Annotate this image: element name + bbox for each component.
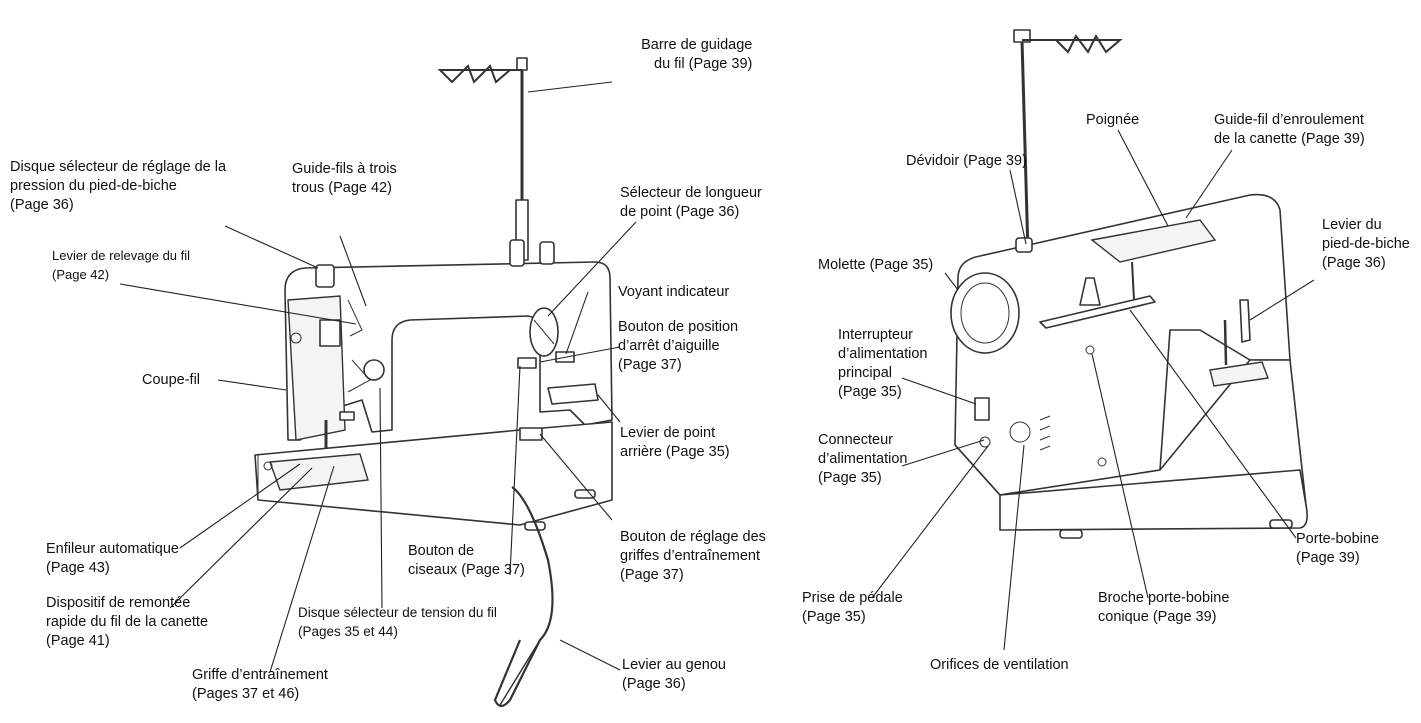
label-line: (Pages 37 et 46) (192, 686, 300, 702)
label-griffe: Griffe d’entraînement (Pages 37 et 46) (192, 666, 328, 704)
label-voyant: Voyant indicateur (618, 283, 729, 302)
label-line: (Page 36) (10, 197, 74, 213)
label-line: Levier de point (620, 425, 716, 441)
label-line: arrière (Page 35) (620, 444, 730, 460)
label-line: trous (Page 42) (292, 180, 392, 196)
label-guide-fils-trois: Guide-fils à trois trous (Page 42) (292, 160, 397, 198)
label-line: Griffe d’entraînement (192, 667, 328, 683)
label-line: Orifices de ventilation (930, 657, 1069, 673)
label-line: (Page 41) (46, 633, 110, 649)
label-broche: Broche porte-bobine conique (Page 39) (1098, 589, 1229, 627)
label-line: d’arrêt d’aiguille (618, 338, 720, 354)
label-porte-bobine: Porte-bobine (Page 39) (1296, 530, 1379, 568)
label-line: de point (Page 36) (620, 204, 740, 220)
label-line: Bouton de (408, 543, 475, 559)
label-levier-genou: Levier au genou (Page 36) (622, 656, 726, 694)
label-disque-pression: Disque sélecteur de réglage de la pressi… (10, 158, 226, 215)
label-disque-tension: Disque sélecteur de tension du fil (Page… (298, 603, 497, 641)
label-line: (Page 37) (620, 567, 684, 583)
label-line: du fil (Page 39) (654, 56, 753, 72)
label-dispositif-remontee: Dispositif de remontée rapide du fil de … (46, 594, 208, 651)
label-line: Dévidoir (Page 39) (906, 153, 1027, 169)
label-prise-pedale: Prise de pédale (Page 35) (802, 589, 903, 627)
label-bouton-griffes: Bouton de réglage des griffes d’entraîne… (620, 528, 766, 585)
label-levier-relevage: Levier de relevage du fil (Page 42) (52, 246, 190, 284)
label-line: Levier du (1322, 217, 1382, 233)
label-line: Bouton de réglage des (620, 529, 766, 545)
label-barre-guidage: Barre de guidage du fil (Page 39) (620, 36, 752, 74)
label-line: Voyant indicateur (618, 284, 730, 300)
rear-view-machine (950, 29, 1308, 539)
label-line: (Page 36) (1322, 255, 1386, 271)
label-bouton-ciseaux: Bouton de ciseaux (Page 37) (408, 542, 525, 580)
label-coupe-fil: Coupe-fil (142, 371, 200, 390)
label-line: griffes d’entraînement (620, 548, 760, 564)
label-line: (Page 35) (818, 470, 882, 486)
label-line: Guide-fils à trois (292, 161, 397, 177)
label-line: Poignée (1086, 112, 1140, 128)
label-line: (Page 42) (52, 267, 110, 282)
label-interrupteur: Interrupteur d’alimentation principal (P… (838, 326, 927, 402)
label-line: d’alimentation (818, 451, 908, 467)
label-line: Interrupteur (838, 327, 913, 343)
label-line: Sélecteur de longueur (620, 185, 762, 201)
label-line: Porte-bobine (1296, 531, 1380, 547)
label-line: de la canette (Page 39) (1214, 131, 1365, 147)
label-line: (Page 35) (838, 384, 902, 400)
label-line: Disque sélecteur de tension du fil (298, 605, 497, 620)
leader-lines (119, 81, 1315, 673)
label-levier-pied: Levier du pied-de-biche (Page 36) (1322, 216, 1410, 273)
label-line: conique (Page 39) (1098, 609, 1217, 625)
label-line: (Page 39) (1296, 550, 1360, 566)
label-line: Disque sélecteur de réglage de la (10, 159, 227, 175)
label-guide-fil-enroulement: Guide-fil d’enroulement de la canette (P… (1214, 111, 1365, 149)
label-selecteur-longueur: Sélecteur de longueur de point (Page 36) (620, 184, 762, 222)
label-line: (Page 36) (622, 676, 686, 692)
label-devidoir: Dévidoir (Page 39) (906, 152, 1027, 171)
label-orifices: Orifices de ventilation (930, 656, 1069, 675)
label-line: principal (838, 365, 892, 381)
label-line: (Page 37) (618, 357, 682, 373)
label-line: Dispositif de remontée (46, 595, 191, 611)
label-line: Molette (Page 35) (818, 257, 934, 273)
label-line: pression du pied-de-biche (10, 178, 177, 194)
label-line: (Page 35) (802, 609, 866, 625)
label-line: (Pages 35 et 44) (298, 624, 398, 639)
label-line: Enfileur automatique (46, 541, 179, 557)
label-line: Connecteur (818, 432, 893, 448)
label-line: Levier au genou (622, 657, 726, 673)
label-enfileur: Enfileur automatique (Page 43) (46, 540, 179, 578)
label-molette: Molette (Page 35) (818, 256, 933, 275)
label-line: rapide du fil de la canette (46, 614, 209, 630)
label-line: Broche porte-bobine (1098, 590, 1230, 606)
label-line: Prise de pédale (802, 590, 903, 606)
label-connecteur: Connecteur d’alimentation (Page 35) (818, 431, 907, 488)
label-levier-point-arriere: Levier de point arrière (Page 35) (620, 424, 730, 462)
front-view-machine (254, 57, 613, 708)
label-line: (Page 43) (46, 560, 110, 576)
label-line: Barre de guidage (641, 37, 753, 53)
label-bouton-position: Bouton de position d’arrêt d’aiguille (P… (618, 318, 738, 375)
label-line: Levier de relevage du fil (52, 248, 191, 263)
label-line: Bouton de position (618, 319, 739, 335)
label-line: d’alimentation (838, 346, 928, 362)
label-line: Guide-fil d’enroulement (1214, 112, 1364, 128)
label-line: ciseaux (Page 37) (408, 562, 525, 578)
label-line: pied-de-biche (1322, 236, 1410, 252)
label-line: Coupe-fil (142, 372, 201, 388)
label-poignee: Poignée (1086, 111, 1139, 130)
